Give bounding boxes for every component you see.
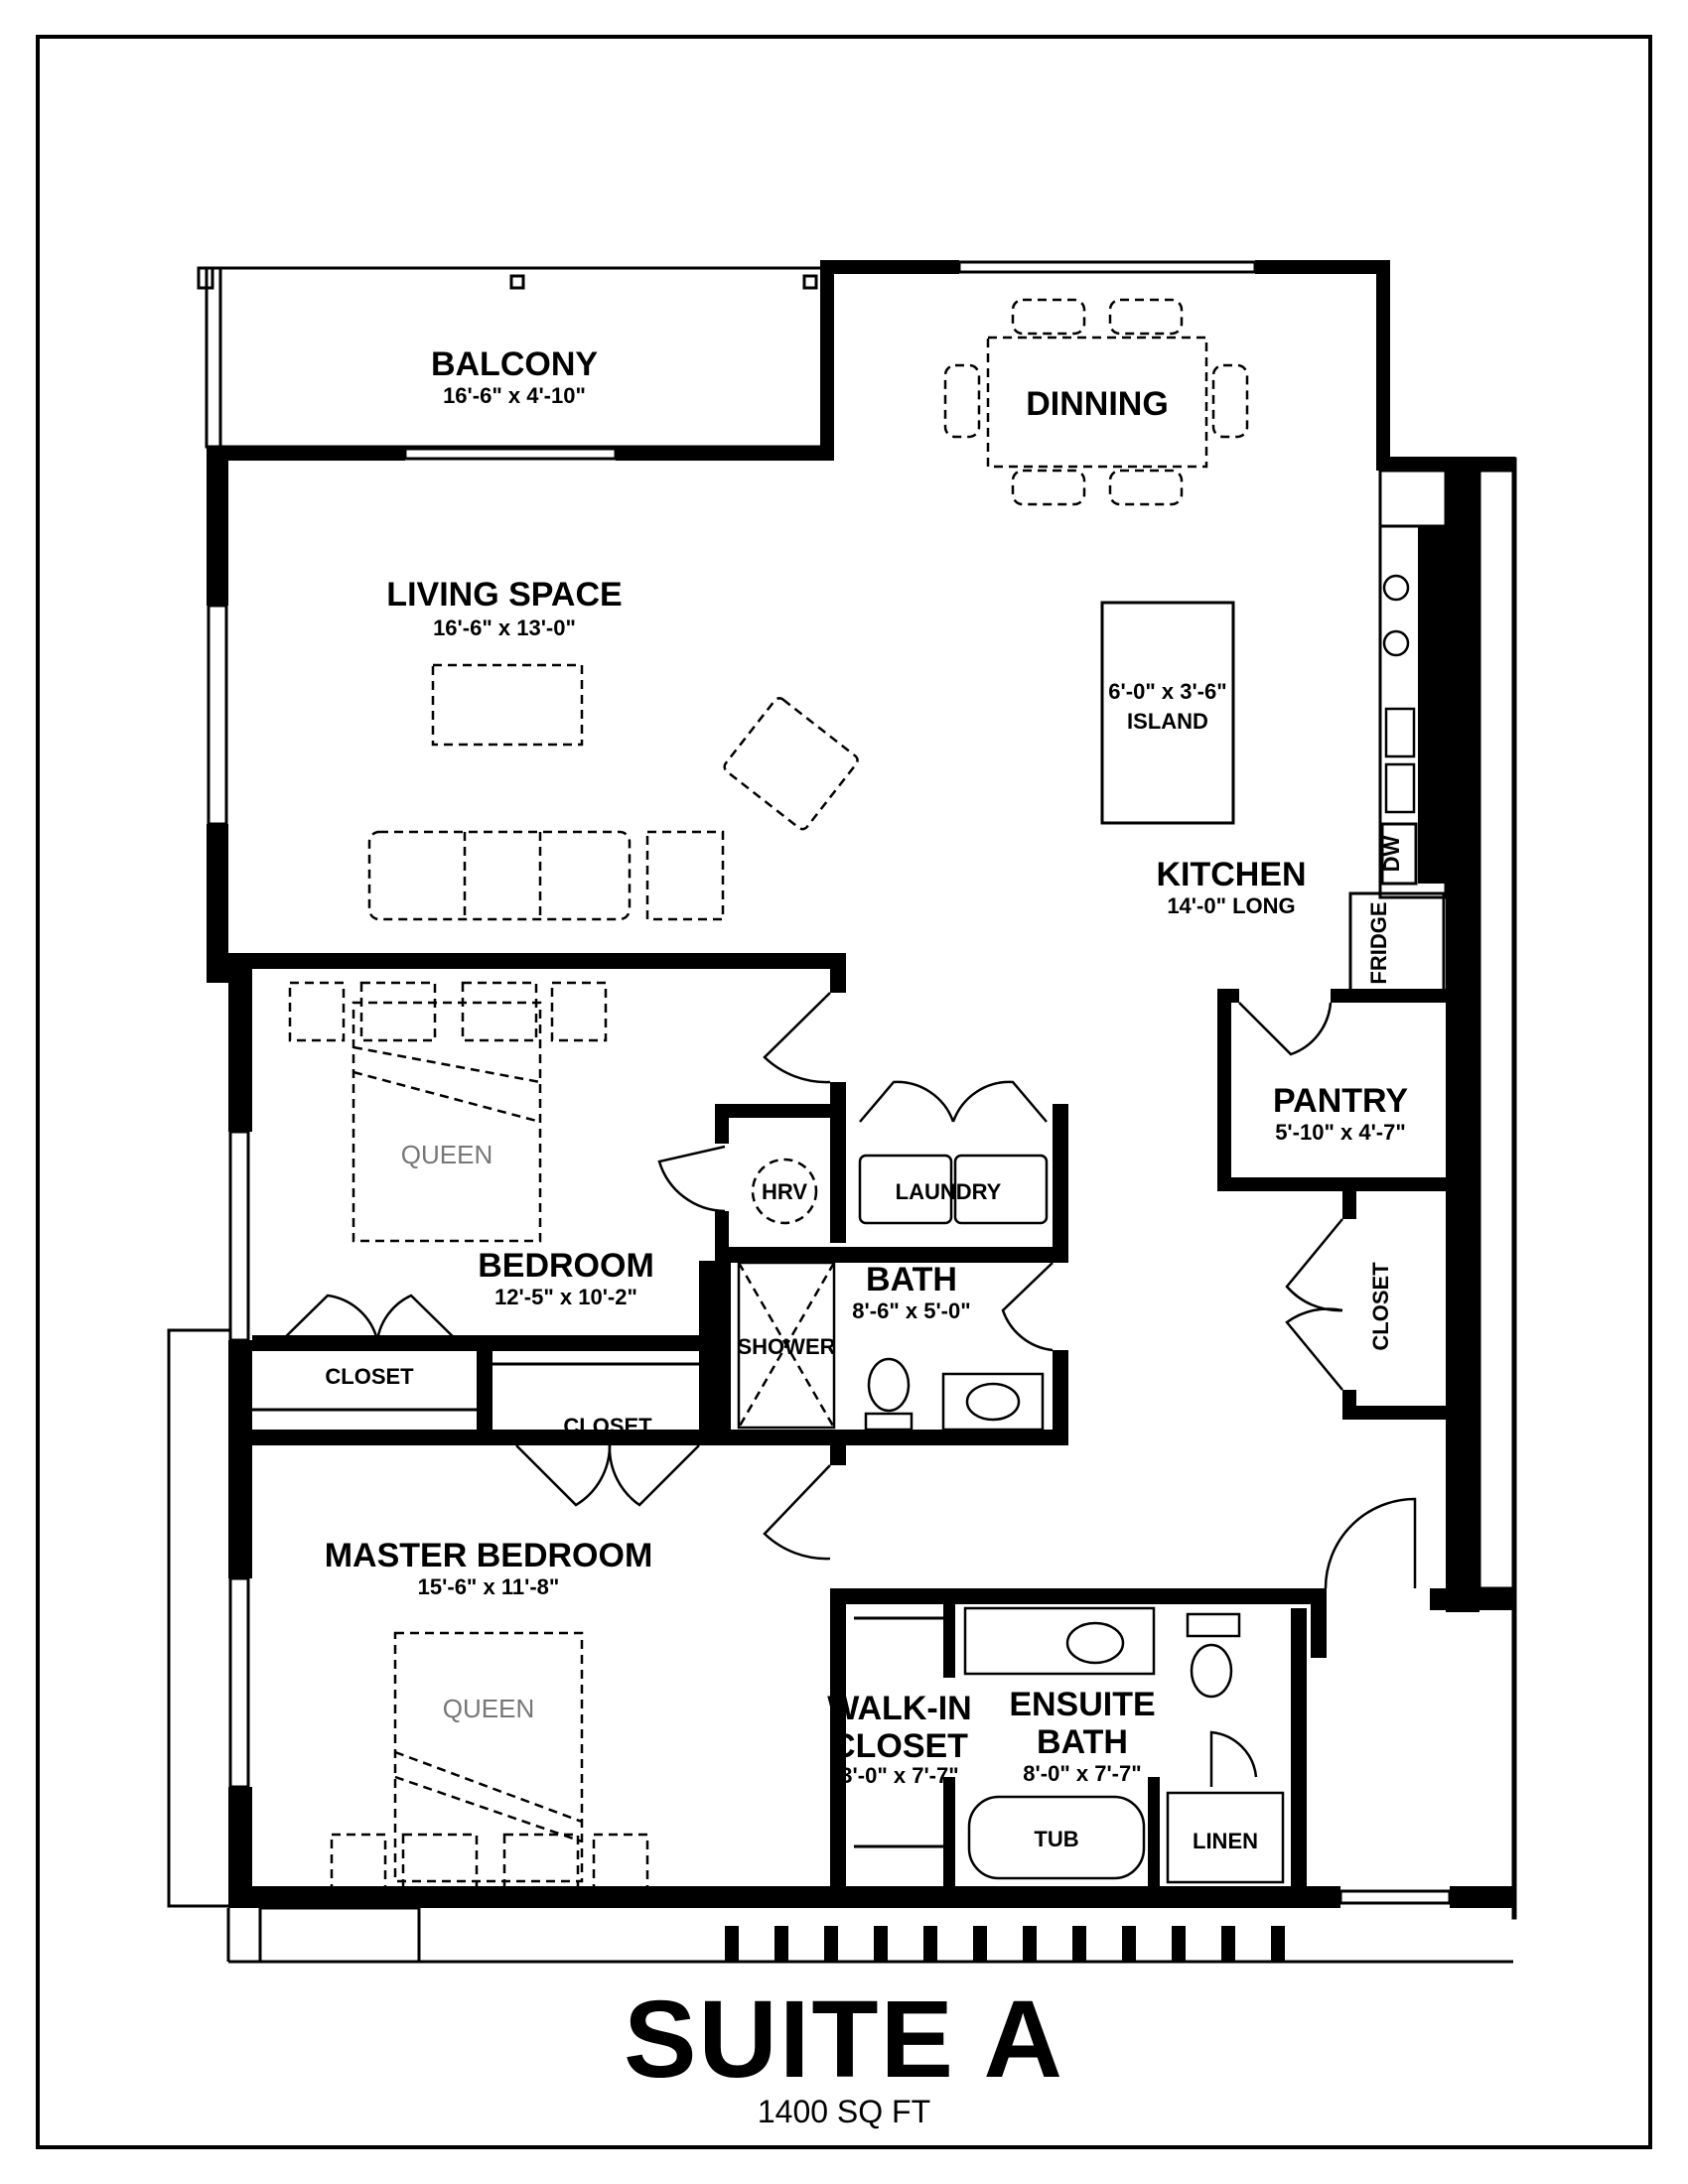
- walls: [207, 260, 1515, 1908]
- ensuite-dims: 8'-0" x 7'-7": [1023, 1761, 1141, 1786]
- island: [1100, 601, 1235, 825]
- ensuite-fixtures: [854, 1606, 1285, 1884]
- pantry-dims: 5'-10" x 4'-7": [1275, 1120, 1406, 1145]
- page-border: [36, 35, 1652, 2149]
- shower-label: SHOWER: [738, 1334, 836, 1359]
- island-label: ISLAND: [1127, 709, 1208, 734]
- dw-label: DW: [1379, 835, 1404, 872]
- hrv-unit: [751, 1158, 818, 1225]
- living-dims: 16'-6" x 13'-0": [433, 615, 576, 640]
- suite-title: SUITE A: [624, 1979, 1064, 2101]
- dining-table: [943, 298, 1249, 506]
- bath-dims: 8'-6" x 5'-0": [852, 1298, 970, 1323]
- master-dims: 15'-6" x 11'-8": [418, 1574, 560, 1599]
- bedroom-furniture: [288, 981, 608, 1243]
- master-label: MASTER BEDROOM: [325, 1537, 653, 1574]
- tub-label: TUB: [1034, 1827, 1078, 1851]
- kitchen-label: KITCHEN: [1156, 856, 1306, 893]
- kitchen-dims: 14'-0" LONG: [1167, 893, 1295, 918]
- balcony-label: BALCONY: [431, 345, 598, 383]
- windows: [167, 260, 1517, 1964]
- dining-label: DINNING: [1026, 385, 1169, 423]
- kitchen-fixtures: [1100, 469, 1448, 995]
- balcony-dims: 16'-6" x 4'-10": [443, 383, 586, 408]
- fridge: [1348, 891, 1446, 995]
- dishwasher: [1380, 822, 1418, 886]
- living-label: LIVING SPACE: [386, 576, 622, 614]
- pantry-label: PANTRY: [1273, 1082, 1408, 1120]
- hrv-label: HRV: [762, 1179, 807, 1204]
- bedroom-closet-label: CLOSET: [325, 1364, 414, 1389]
- walkin-label-1: WALK-IN: [827, 1690, 971, 1727]
- master-bed-label: QUEEN: [443, 1694, 534, 1723]
- bath-label: BATH: [866, 1261, 957, 1298]
- kitchen-closet-label: CLOSET: [1368, 1262, 1393, 1351]
- walkin-label-2: CLOSET: [831, 1727, 968, 1765]
- hall-closet-label: CLOSET: [563, 1414, 652, 1438]
- bedroom-dims: 12'-5" x 10'-2": [494, 1285, 637, 1309]
- bedroom-label: BEDROOM: [478, 1247, 654, 1285]
- living-furniture: [367, 663, 859, 921]
- suite-area: 1400 SQ FT: [758, 2094, 930, 2129]
- bedroom-bed-label: QUEEN: [401, 1140, 492, 1169]
- ensuite-label-2: BATH: [1037, 1723, 1128, 1761]
- linen-label: LINEN: [1193, 1829, 1258, 1853]
- walkin-dims: 3'-0" x 7'-7": [840, 1763, 958, 1788]
- island-dims: 6'-0" x 3'-6": [1108, 679, 1226, 704]
- ensuite-label-1: ENSUITE: [1009, 1686, 1155, 1723]
- fridge-label: FRIDGE: [1366, 901, 1391, 984]
- master-furniture: [330, 1631, 649, 1894]
- doors: [252, 992, 1417, 1787]
- utility-fixtures: [737, 1154, 1049, 1432]
- laundry-label: LAUNDRY: [896, 1179, 1002, 1204]
